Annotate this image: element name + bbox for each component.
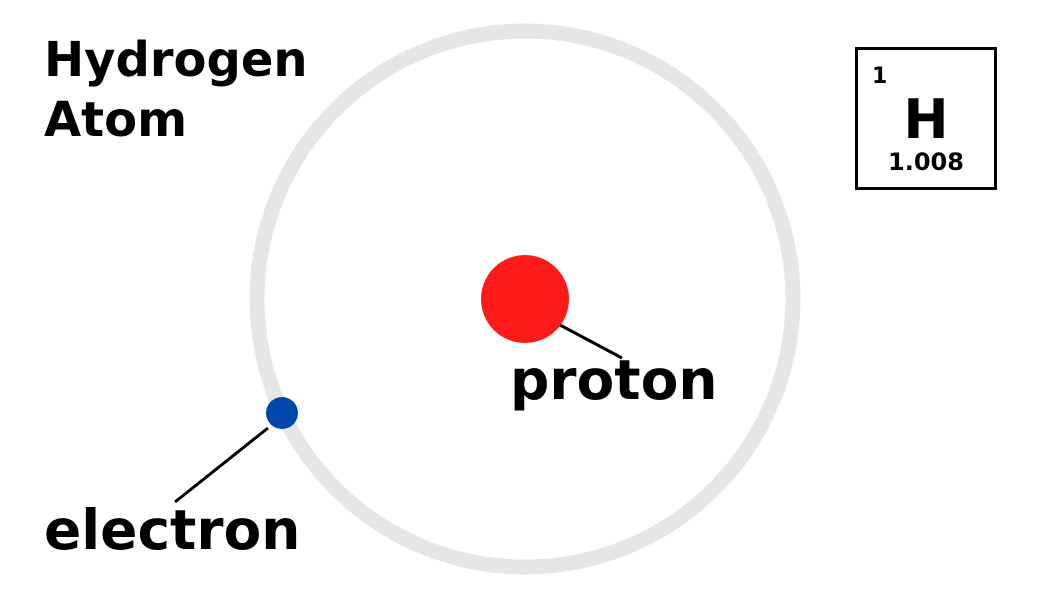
proton-label: proton [510, 348, 718, 412]
element-symbol: H [903, 88, 949, 151]
proton-particle [481, 255, 569, 343]
atomic-number: 1 [872, 64, 888, 89]
electron-leader-line [174, 426, 269, 504]
title-line-1: Hydrogen [44, 32, 308, 88]
proton-leader-line [559, 323, 623, 360]
title-line-2: Atom [44, 92, 188, 148]
page-title: Hydrogen Atom [44, 30, 308, 150]
periodic-element-tile: 1 H 1.008 [855, 47, 997, 190]
electron-label: electron [44, 498, 301, 562]
atomic-mass: 1.008 [888, 148, 964, 176]
electron-particle [266, 397, 298, 429]
electron-orbit [249, 23, 801, 575]
